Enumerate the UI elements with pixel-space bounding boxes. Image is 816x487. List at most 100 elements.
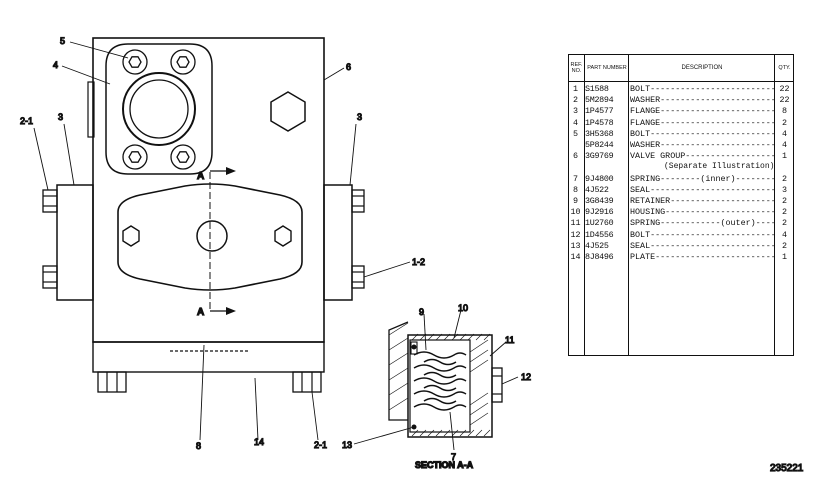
col-divider [774,55,775,355]
part-number-cell: 5P8244 [585,140,614,150]
table-row: 6 3G9769 VALVE GROUP----------------------… [569,151,793,161]
qty-cell: 2 [781,196,788,206]
part-number-cell: 5M2894 [585,95,614,106]
valve-body [92,37,325,343]
bottom-bolt-left [97,371,127,393]
part-number-cell: S1588 [585,84,609,94]
document-number: 235221 [770,463,804,474]
description-cell: WASHER------------------------------ [630,140,774,150]
ref-cell: 8 [572,184,579,195]
qty-cell: 4 [781,140,788,150]
table-row: 53H5368BOLT-----------------------------… [569,129,793,139]
lower-flange-bolt-left [122,225,140,247]
upper-port-inner [129,79,189,139]
section-leader-lines [353,309,519,451]
part-number-cell: 3G9769 [585,151,614,162]
part-number-cell: 4J525 [585,240,609,251]
callout-14: 14 [254,437,264,447]
section-bolt-head [491,367,503,403]
parts-table-header: REF. NO. PART NUMBER DESCRIPTION QTY. [569,55,793,82]
upper-flange [105,43,213,175]
section-marker-top: A [197,171,204,182]
spring-bore [409,339,471,433]
table-row: 79J4800SPRING--------(inner)------------… [569,174,793,184]
callout-4: 4 [53,60,58,70]
qty-cell: 3 [781,184,788,195]
ref-cell: 6 [572,151,579,162]
description-cell: SEAL-------------------------------- [630,240,774,251]
callout-12: 12 [521,372,531,382]
qty-cell: 4 [781,128,788,139]
seal-top [411,344,417,350]
callout-3-left: 3 [58,112,63,122]
description-cell: FLANGE------------------------------ [630,106,774,117]
col-divider [628,55,629,355]
qty-cell: 2 [781,117,788,128]
description-cell: VALVE GROUP------------------------- [630,151,774,162]
description-cell: RETAINER---------------------------- [630,196,774,206]
ref-cell: 13 [570,240,581,251]
ref-cell: 1 [572,84,579,94]
header-ref-no: REF. NO. [570,62,583,74]
qty-cell: 2 [781,207,788,218]
lower-flange [117,183,303,291]
section-aa-detail [353,309,519,451]
left-edge-detail [87,81,95,138]
table-row: 5P8244 WASHER----------------------------… [569,140,793,150]
part-number-cell: 4J522 [585,184,609,195]
qty-cell: 8 [781,106,788,117]
qty-cell: 4 [781,229,788,240]
right-bolt-upper [351,189,365,213]
right-bolt-lower [351,265,365,289]
callout-7: 7 [451,452,456,462]
table-row: 12 1D4556 BOLT----------------------------… [569,230,793,240]
lower-flange-bolt-right [274,225,292,247]
col-divider [584,55,585,355]
left-bolt-lower [42,265,58,289]
callout-5: 5 [60,36,65,46]
table-row: 148J8496PLATE---------------------------… [569,252,793,262]
part-number-cell: 1D4556 [585,229,614,240]
table-row: 9 3G8439 RETAINER-------------------------… [569,196,793,206]
description-cell: SPRING--------(inner)--------------- [630,173,774,184]
header-description: DESCRIPTION [681,65,723,71]
description-cell: SEAL-------------------------------- [630,184,774,195]
qty-cell: 22 [779,84,790,94]
valve-body-main-view [42,37,365,393]
upper-port-outer [122,72,196,146]
ref-cell: 12 [570,229,581,240]
upper-flange-bolts [122,49,196,170]
description-cell: SPRING------------(outer)----------- [630,218,774,229]
part-number-cell: 9J4800 [585,173,614,184]
qty-cell: 1 [781,252,788,262]
callout-3-right: 3 [357,112,362,122]
left-side-flange [56,184,94,301]
part-number-cell: 3G8439 [585,196,614,206]
callout-13: 13 [342,440,352,450]
callout-9: 9 [419,307,424,317]
table-row: 13 4J525 SEAL-----------------------------… [569,241,793,251]
section-arrow-top [226,167,236,175]
ref-cell: 3 [572,106,579,117]
qty-cell: 2 [781,218,788,229]
callout-2-1-bottom: 2-1 [314,440,327,450]
description-cell: HOUSING----------------------------- [630,207,774,218]
part-number-cell: 3H5368 [585,128,614,139]
description-cell: BOLT-------------------------------- [630,229,774,240]
callout-10: 10 [458,303,468,313]
qty-cell: 22 [779,95,790,106]
table-row: 41P4578FLANGE---------------------------… [569,118,793,128]
qty-cell: 2 [781,173,788,184]
header-qty: QTY. [778,65,791,71]
description-cell: BOLT-------------------------------- [630,128,774,139]
ref-cell: 9 [572,196,579,206]
table-row: 25M2894WASHER---------------------------… [569,95,793,105]
table-row: 31P4577FLANGE---------------------------… [569,106,793,116]
ref-cell: 4 [572,117,579,128]
hex-plug [270,91,306,132]
table-row: 8 4J522 SEAL------------------------------… [569,185,793,195]
section-body-cut [388,321,409,421]
ref-cell: 11 [570,218,581,229]
